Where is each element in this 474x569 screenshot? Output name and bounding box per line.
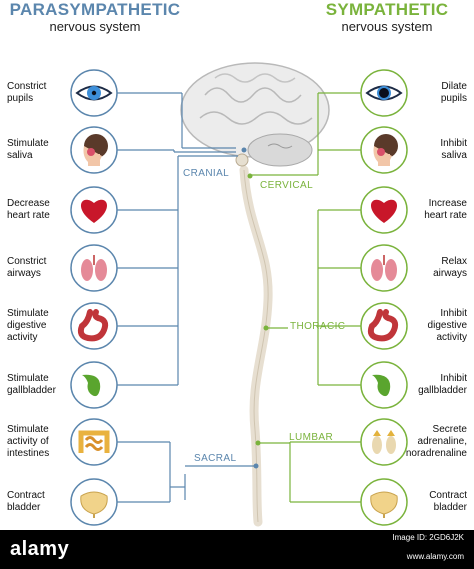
parasympathetic-eye-icon-badge-1 [70, 69, 118, 117]
sympathetic-heart-icon-badge-3 [360, 186, 408, 234]
heart-icon [370, 199, 398, 223]
sympathetic-title: SYMPATHETIC [325, 0, 449, 19]
lungs-icon [81, 255, 107, 281]
bladder-icon [80, 491, 108, 518]
footer-logo: alamy [10, 538, 70, 560]
salivary-gland-icon [373, 134, 398, 166]
stomach-icon [77, 309, 109, 342]
brain [180, 62, 330, 167]
footer-url: www.alamy.com [406, 552, 464, 561]
parasympathetic-subtitle: nervous system [49, 19, 141, 34]
footer-bar: alamy Image ID: 2GD6J2K www.alamy.com [0, 530, 474, 569]
gallbladder-icon [82, 374, 101, 397]
sympathetic-gallbladder-icon-badge-6 [360, 361, 408, 409]
sympathetic-lungs-icon-badge-4 [360, 244, 408, 292]
diagram-art [70, 62, 408, 527]
segment-label-cranial: CRANIAL [183, 168, 230, 179]
heart-icon [80, 199, 108, 223]
sympathetic-salivary-gland-icon-badge-2 [360, 126, 408, 174]
parasympathetic-intestines-icon-badge-7 [70, 418, 118, 466]
parasympathetic-lungs-icon-badge-4 [70, 244, 118, 292]
gallbladder-icon [372, 374, 391, 397]
lungs-icon [371, 255, 397, 281]
segment-label-lumbar: LUMBAR [289, 432, 334, 443]
sympathetic-eye-icon-badge-1 [360, 69, 408, 117]
eye-icon [365, 85, 403, 101]
sympathetic-adrenal-gland-icon-badge-7 [360, 418, 408, 466]
parasympathetic-title: PARASYMPATHETIC [9, 0, 181, 19]
sympathetic-subtitle: nervous system [341, 19, 433, 34]
adrenal-gland-icon [372, 430, 396, 454]
eye-icon [75, 85, 113, 101]
intestines-icon [78, 430, 110, 453]
footer-image-id: Image ID: 2GD6J2K [392, 533, 464, 542]
spinal-cord [239, 165, 273, 527]
salivary-gland-icon [83, 134, 108, 166]
stomach-icon [367, 309, 399, 342]
sympathetic-bladder-icon-badge-8 [360, 478, 408, 526]
parasympathetic-salivary-gland-icon-badge-2 [70, 126, 118, 174]
parasympathetic-heart-icon-badge-3 [70, 186, 118, 234]
parasympathetic-stomach-icon-badge-5 [70, 302, 118, 350]
parasympathetic-bladder-icon-badge-8 [70, 478, 118, 526]
sympathetic-stomach-icon-badge-5 [360, 302, 408, 350]
segment-label-sacral: SACRAL [194, 453, 237, 464]
parasympathetic-gallbladder-icon-badge-6 [70, 361, 118, 409]
segment-label-thoracic: THORACIC [290, 321, 346, 332]
segment-label-cervical: CERVICAL [260, 180, 314, 191]
bladder-icon [370, 491, 398, 518]
